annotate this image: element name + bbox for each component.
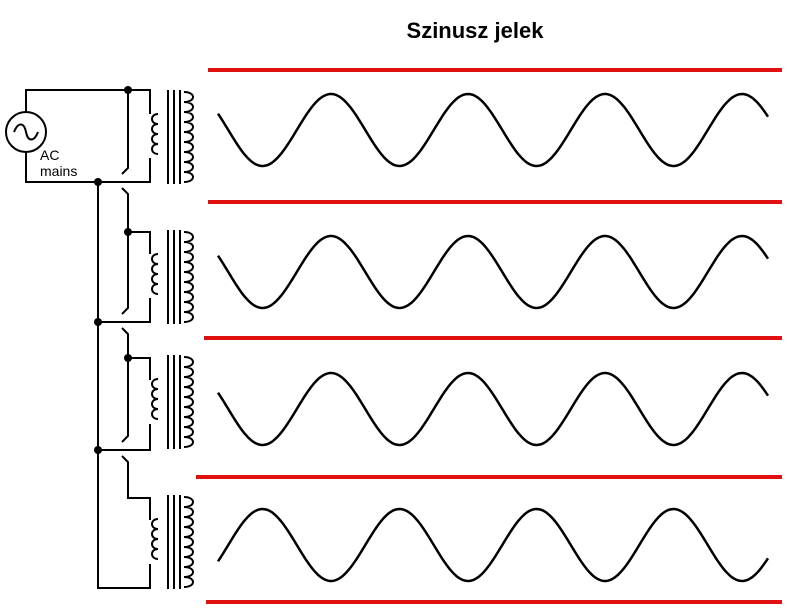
primary-coil xyxy=(151,518,159,560)
sine-waveform xyxy=(216,507,770,583)
transformer xyxy=(151,495,194,589)
secondary-coil xyxy=(183,231,194,323)
wire-bottom xyxy=(25,152,151,183)
wire-stage3-bottom xyxy=(97,322,151,451)
separator-lines xyxy=(196,68,782,604)
secondary-coil xyxy=(183,496,194,588)
ac-label: AC xyxy=(40,147,59,163)
wire-stage2-top xyxy=(121,187,151,254)
junction-dot xyxy=(124,86,132,94)
wiring xyxy=(25,86,151,589)
secondary-coil xyxy=(183,91,194,183)
waveforms xyxy=(216,92,770,583)
transformer xyxy=(151,230,194,324)
secondary-coil xyxy=(183,356,194,448)
page-title: Szinusz jelek xyxy=(406,18,544,43)
primary-coil xyxy=(151,253,159,295)
mains-label: mains xyxy=(40,163,77,179)
transformer xyxy=(151,355,194,449)
sine-waveform xyxy=(216,92,770,168)
ac-source: AC mains xyxy=(5,111,77,179)
wire-stage4-bottom xyxy=(97,450,151,589)
wire-top xyxy=(25,89,151,114)
wire-stage3-top xyxy=(121,327,151,380)
wire-stage3-inner xyxy=(121,358,129,443)
transformers xyxy=(151,90,194,589)
wire-stage4-top xyxy=(121,455,151,520)
wire-stage2-inner xyxy=(121,232,129,315)
wire-stage1 xyxy=(121,90,129,175)
transformer xyxy=(151,90,194,184)
primary-coil xyxy=(151,113,159,155)
sine-waveform xyxy=(216,234,770,310)
primary-coil xyxy=(151,378,159,420)
sine-waveform xyxy=(216,371,770,447)
sine-glyph-icon xyxy=(13,123,39,141)
wire-stage2-bottom xyxy=(97,182,151,323)
